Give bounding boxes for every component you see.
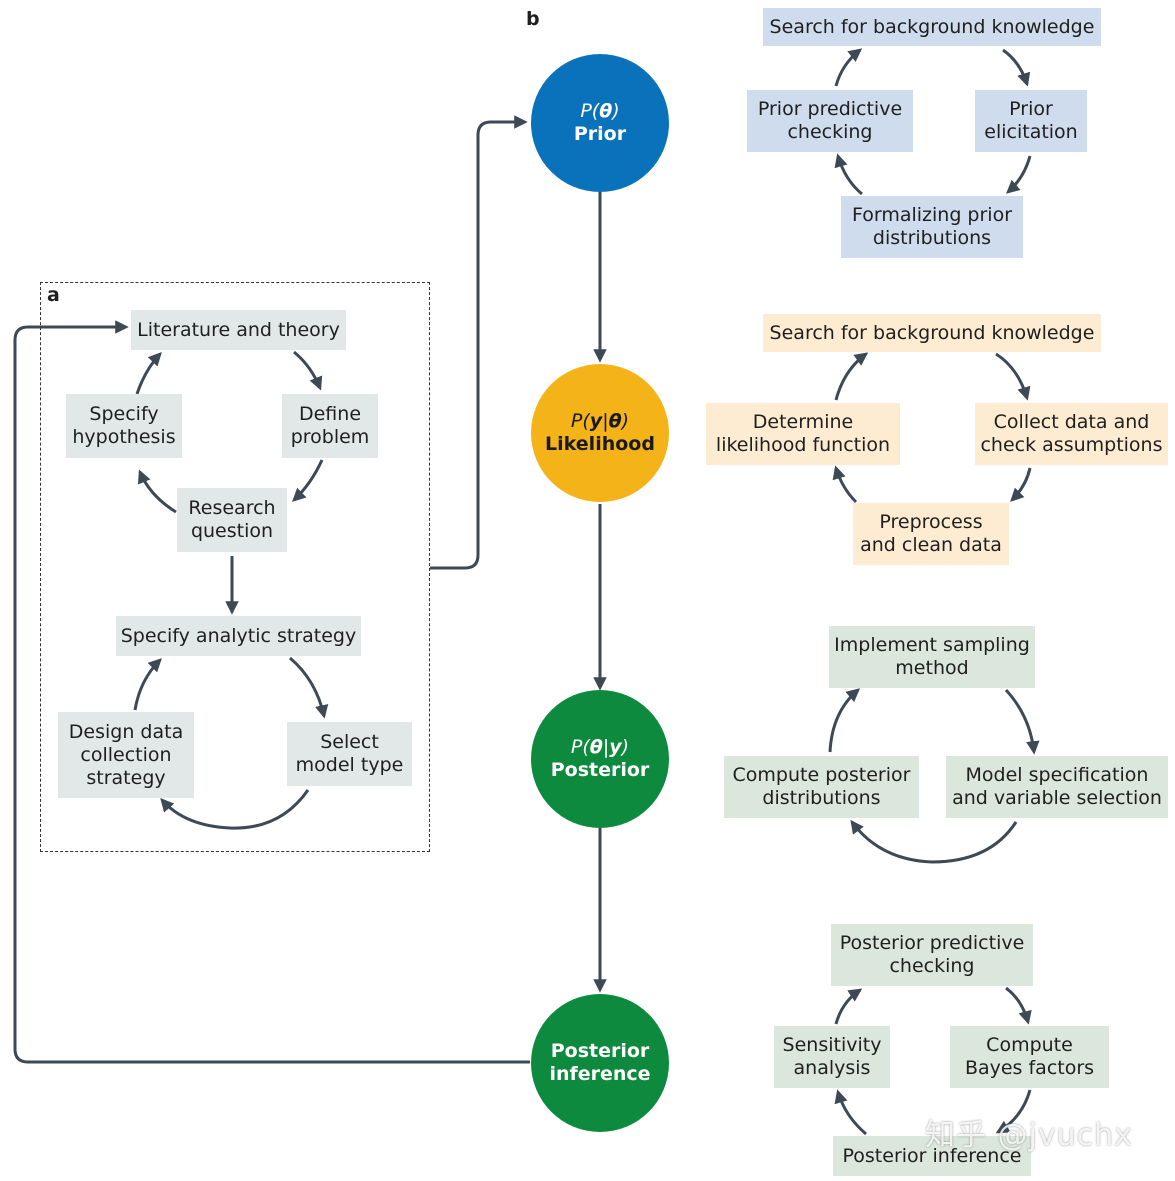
- bayes-factors-box: Compute Bayes factors: [950, 1026, 1109, 1088]
- sensitivity-analysis-box: Sensitivity analysis: [774, 1026, 890, 1088]
- select-model-box: Select model type: [287, 722, 412, 786]
- prior-search-box: Search for background knowledge: [763, 8, 1101, 46]
- formalizing-prior-box: Formalizing prior distributions: [841, 196, 1023, 258]
- prior-circle: P(θ) Prior: [531, 54, 669, 192]
- collect-data-box: Collect data and check assumptions: [975, 403, 1168, 465]
- posterior-circle: P(θ|y) Posterior: [531, 690, 669, 828]
- inference-circle: Posterior inference: [531, 994, 669, 1132]
- arrow-inference-to-literature: [13, 320, 530, 1064]
- watermark: 知乎 @jvuchx: [925, 1118, 1133, 1153]
- posterior-predictive-box: Posterior predictive checking: [831, 924, 1033, 986]
- preprocess-box: Preprocess and clean data: [853, 503, 1009, 565]
- panel-a-frame: [40, 282, 430, 852]
- specify-hypothesis-box: Specify hypothesis: [66, 394, 182, 458]
- prior-predictive-box: Prior predictive checking: [747, 90, 913, 152]
- define-problem-box: Define problem: [282, 394, 378, 458]
- determine-likelihood-box: Determine likelihood function: [706, 403, 900, 465]
- likelihood-label: Likelihood: [545, 433, 655, 455]
- panel-b-label: b: [526, 8, 540, 30]
- compute-posterior-box: Compute posterior distributions: [724, 756, 919, 818]
- prior-equation: P(θ): [580, 100, 620, 122]
- likelihood-search-box: Search for background knowledge: [763, 314, 1101, 352]
- posterior-inference-box: Posterior inference: [833, 1136, 1031, 1176]
- research-question-box: Research question: [177, 488, 287, 552]
- prior-label: Prior: [573, 123, 627, 145]
- arrow-panel-a-to-prior: [430, 115, 528, 570]
- panel-a-label: a: [47, 284, 60, 306]
- prior-elicitation-box: Prior elicitation: [975, 90, 1087, 152]
- posterior-equation: P(θ|y): [570, 736, 630, 758]
- inference-label: Posterior inference: [549, 1040, 651, 1085]
- literature-theory-box: Literature and theory: [131, 310, 346, 350]
- likelihood-circle: P(y|θ) Likelihood: [531, 364, 669, 502]
- likelihood-equation: P(y|θ): [570, 410, 630, 432]
- model-specification-box: Model specification and variable selecti…: [946, 756, 1168, 818]
- analytic-strategy-box: Specify analytic strategy: [116, 616, 361, 656]
- posterior-label: Posterior: [550, 759, 650, 781]
- sampling-method-box: Implement sampling method: [829, 626, 1035, 688]
- design-data-box: Design data collection strategy: [58, 712, 194, 798]
